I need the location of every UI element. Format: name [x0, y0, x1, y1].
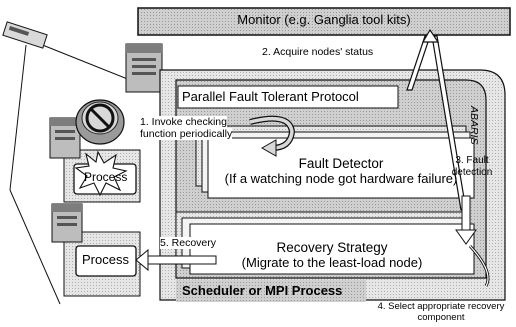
- monitor-label: Monitor (e.g. Ganglia tool kits): [237, 12, 411, 27]
- recovery-arrow: [135, 248, 217, 272]
- scheduler-label: Scheduler or MPI Process: [182, 283, 343, 298]
- fault-detector-subtitle: (If a watching node got hardware failure…: [224, 171, 458, 186]
- fault-detection-arrow: [455, 195, 477, 245]
- scheduler-banner: [176, 280, 366, 302]
- node-connection-lines: [9, 43, 141, 305]
- step3-label-line2: detection: [451, 167, 493, 178]
- step2-label: 2. Acquire nodes' status: [262, 46, 374, 58]
- process-box: [75, 245, 137, 277]
- protocol-panel: [177, 85, 399, 109]
- failed-process-label: Process: [84, 170, 128, 184]
- fault-detector-title: Fault Detector: [298, 156, 384, 171]
- explosion-icon: [74, 150, 128, 197]
- recovery-strategy-stack: [175, 211, 475, 275]
- monitor-bar: [137, 7, 511, 36]
- invoke-arrow: [249, 115, 296, 157]
- server-icon-bottom: [51, 203, 83, 243]
- server-icon-middle: [49, 117, 81, 159]
- no-entry-disk-icon: [75, 99, 125, 145]
- fault-detector-stack: [195, 125, 475, 199]
- recovery-strategy-title: Recovery Strategy: [276, 240, 388, 255]
- step4-label-line2: component: [417, 312, 465, 323]
- recovery-strategy-subtitle: (Migrate to the least-load node): [241, 255, 423, 270]
- step3-label-line1: 3. Fault: [455, 155, 489, 166]
- protocol-label: Parallel Fault Tolerant Protocol: [182, 89, 359, 104]
- step4-label-line1: 4. Select appropriate recovery: [377, 301, 505, 312]
- abaris-label: ABARIS: [468, 106, 480, 145]
- process-box-label: Process: [82, 252, 129, 267]
- select-recovery-arrow: [468, 244, 490, 287]
- server-icon-top: [125, 43, 163, 93]
- step1-label-line1: 1. Invoke checking: [140, 116, 227, 129]
- step5-label: 5. Recovery: [160, 237, 217, 250]
- network-switch-icon: [2, 21, 48, 49]
- step1-label-line2: function periodically: [140, 128, 233, 141]
